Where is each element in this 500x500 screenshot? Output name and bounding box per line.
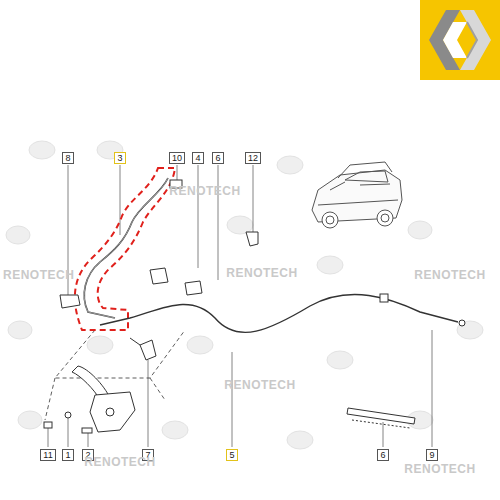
watermark: RENOTECH bbox=[169, 184, 240, 198]
callout-number: 5 bbox=[226, 449, 238, 461]
watermark: RENOTECH bbox=[3, 268, 74, 282]
watermark: RENOTECH bbox=[226, 266, 297, 280]
callout-number: 3 bbox=[114, 152, 126, 164]
callout-number: 9 bbox=[426, 449, 438, 461]
callout-number: 10 bbox=[169, 152, 185, 164]
watermark: RENOTECH bbox=[84, 455, 155, 469]
watermark: RENOTECH bbox=[224, 378, 295, 392]
callout-number: 8 bbox=[62, 152, 74, 164]
callout-number: 4 bbox=[192, 152, 204, 164]
callout-number: 6 bbox=[212, 152, 224, 164]
callout-number: 11 bbox=[40, 449, 55, 461]
callout-number: 6 bbox=[377, 449, 389, 461]
callout-number: 12 bbox=[245, 152, 261, 164]
watermark: RENOTECH bbox=[414, 268, 485, 282]
callout-number: 1 bbox=[62, 449, 74, 461]
watermark: RENOTECH bbox=[404, 462, 475, 476]
